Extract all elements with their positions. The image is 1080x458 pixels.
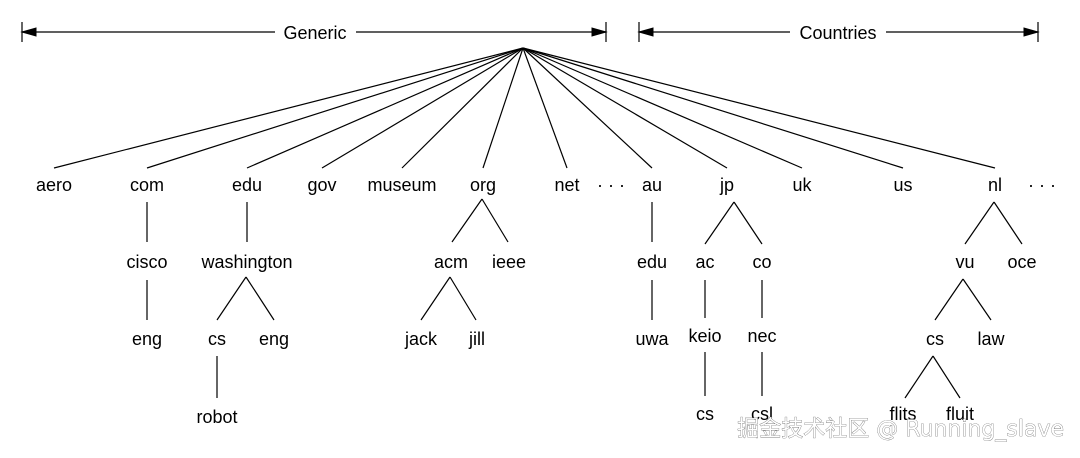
countries-span-left-arrow	[637, 27, 654, 37]
node-jp: jp	[719, 175, 734, 195]
top-level-labels: aero com edu gov museum org net · · · au…	[36, 175, 1056, 195]
node-csl: csl	[751, 404, 773, 424]
edge-root-us	[522, 47, 904, 169]
edge-nl-oce	[993, 201, 1023, 245]
node-cisco: cisco	[126, 252, 167, 272]
node-fluit: fluit	[946, 404, 974, 424]
countries-header-label: Countries	[799, 23, 876, 43]
node-edu: edu	[232, 175, 262, 195]
node-vu-cs: cs	[926, 329, 944, 349]
edge-root-nl	[522, 47, 996, 169]
node-nl: nl	[988, 175, 1002, 195]
node-robot: robot	[196, 407, 237, 427]
edge-root-gov	[321, 47, 524, 169]
generic-span-left-arrow	[20, 27, 37, 37]
edge-root-museum	[401, 47, 524, 169]
generic-header-label: Generic	[283, 23, 346, 43]
node-museum: museum	[367, 175, 436, 195]
node-ellipsis-countries: · · ·	[1028, 175, 1056, 195]
fourth-level-labels: robot cs csl flits fluit	[196, 404, 974, 427]
node-au-edu: edu	[637, 252, 667, 272]
node-law: law	[977, 329, 1005, 349]
node-keio: keio	[688, 326, 721, 346]
edge-acm-jill	[449, 276, 477, 321]
node-oce: oce	[1007, 252, 1036, 272]
node-washington-eng: eng	[259, 329, 289, 349]
edge-jp-ac	[704, 201, 735, 245]
edge-root-uk	[522, 47, 803, 169]
node-com-eng: eng	[132, 329, 162, 349]
node-us: us	[893, 175, 912, 195]
node-washington-cs: cs	[208, 329, 226, 349]
node-ieee: ieee	[492, 252, 526, 272]
edge-root-net	[522, 47, 568, 169]
edge-washington-cs	[216, 276, 247, 321]
node-gov: gov	[307, 175, 336, 195]
watermark-text: 掘金技术社区 @ Running_slave	[737, 417, 1064, 442]
edge-cs-fluit	[932, 355, 961, 399]
edge-root-edu	[246, 47, 524, 169]
generic-span: Generic	[20, 22, 608, 43]
edge-root-org	[482, 47, 524, 169]
node-flits: flits	[890, 404, 917, 424]
edge-cs-flits	[904, 355, 934, 399]
edge-vu-law	[962, 278, 992, 321]
node-uwa: uwa	[635, 329, 669, 349]
node-jill: jill	[468, 329, 485, 349]
node-net: net	[554, 175, 579, 195]
root-edges	[53, 47, 996, 169]
edge-nl-vu	[964, 201, 995, 245]
node-ac: ac	[695, 252, 714, 272]
edge-root-au	[522, 47, 653, 169]
second-level-labels: cisco washington acm ieee edu ac co vu o…	[126, 252, 1036, 272]
generic-span-right-arrow	[591, 27, 608, 37]
subtree-edges	[146, 198, 1023, 399]
edge-jp-co	[733, 201, 763, 245]
node-ellipsis-generic: · · ·	[597, 175, 625, 195]
node-washington: washington	[200, 252, 292, 272]
edge-root-jp	[522, 47, 728, 169]
node-com: com	[130, 175, 164, 195]
node-jack: jack	[404, 329, 438, 349]
third-level-labels: eng cs eng jack jill uwa keio nec cs law	[132, 326, 1006, 349]
node-uk: uk	[792, 175, 812, 195]
node-au: au	[642, 175, 662, 195]
countries-span-right-arrow	[1023, 27, 1040, 37]
edge-org-ieee	[481, 198, 509, 243]
edge-org-acm	[451, 198, 483, 243]
countries-span: Countries	[637, 22, 1040, 43]
node-nec: nec	[747, 326, 776, 346]
edge-vu-cs	[934, 278, 964, 321]
node-acm: acm	[434, 252, 468, 272]
node-co: co	[752, 252, 771, 272]
edge-root-com	[146, 47, 524, 169]
edge-acm-jack	[420, 276, 451, 321]
edge-washington-eng	[245, 276, 275, 321]
node-aero: aero	[36, 175, 72, 195]
node-keio-cs: cs	[696, 404, 714, 424]
node-org: org	[470, 175, 496, 195]
edge-root-aero	[53, 47, 524, 169]
node-vu: vu	[955, 252, 974, 272]
